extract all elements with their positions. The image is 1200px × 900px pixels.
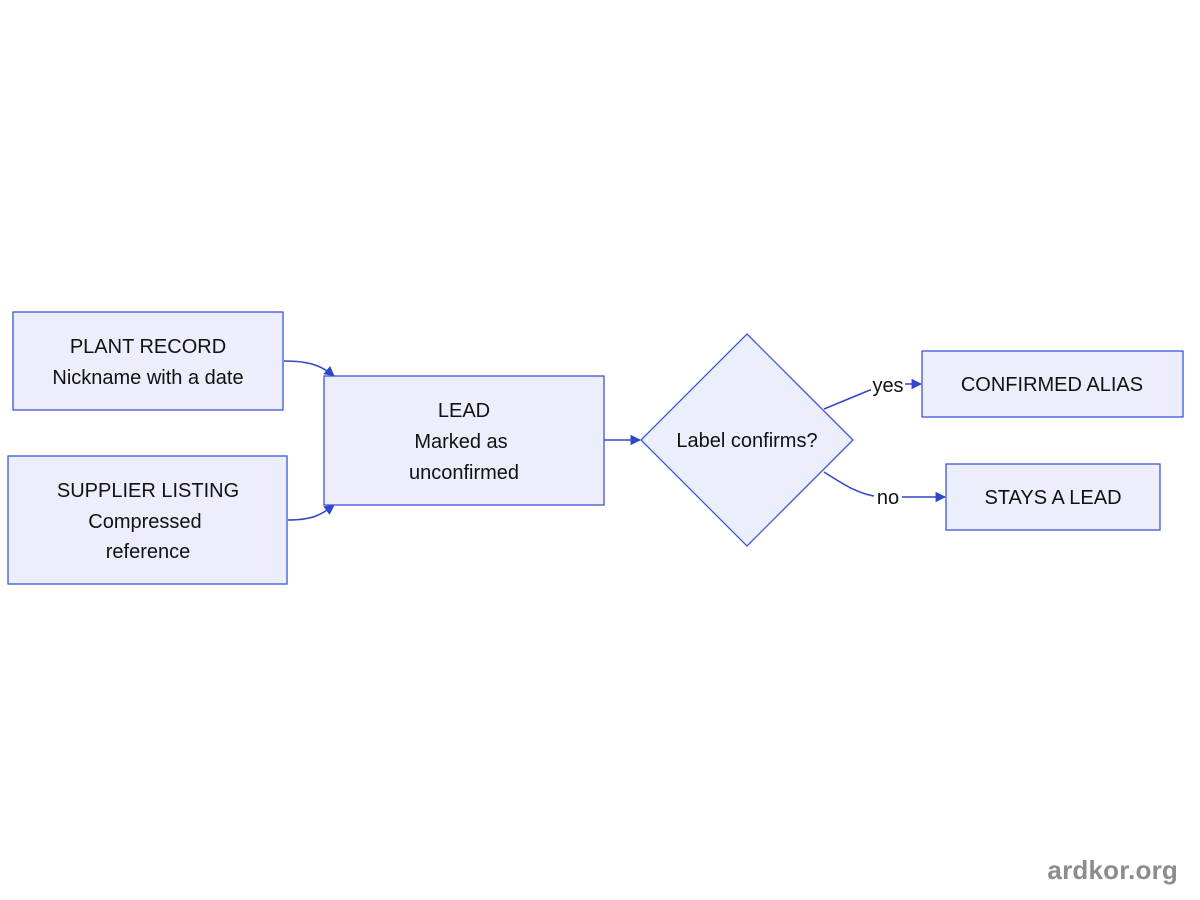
node-stays-a-lead-label: STAYS A LEAD xyxy=(984,487,1121,509)
node-plant-record: PLANT RECORD Nickname with a date xyxy=(12,311,284,411)
edge-plant-record-to-lead xyxy=(283,360,335,377)
edge-label-yes: yes xyxy=(872,375,903,397)
node-supplier-listing-line2: Compressed xyxy=(88,511,201,533)
node-supplier-listing-line3: reference xyxy=(106,541,191,563)
site-watermark: ardkor.org xyxy=(1047,855,1178,885)
node-lead: LEAD Marked as unconfirmed xyxy=(323,375,605,506)
node-lead-line2: Marked as xyxy=(414,431,507,453)
node-lead-line3: unconfirmed xyxy=(409,462,519,484)
node-stays-a-lead: STAYS A LEAD xyxy=(945,463,1161,531)
node-plant-record-subtitle: Nickname with a date xyxy=(52,367,243,389)
node-confirmed-alias-label: CONFIRMED ALIAS xyxy=(961,374,1143,396)
node-supplier-listing-title: SUPPLIER LISTING xyxy=(57,480,239,502)
node-lead-title: LEAD xyxy=(438,400,490,422)
edge-label-no: no xyxy=(877,487,899,509)
node-decision-label: Label confirms? xyxy=(676,430,817,452)
node-decision: Label confirms? xyxy=(640,333,854,547)
edge-supplier-listing-to-lead xyxy=(287,504,335,521)
node-plant-record-title: PLANT RECORD xyxy=(70,336,226,358)
node-confirmed-alias: CONFIRMED ALIAS xyxy=(921,350,1184,418)
node-supplier-listing: SUPPLIER LISTING Compressed reference xyxy=(7,455,288,585)
